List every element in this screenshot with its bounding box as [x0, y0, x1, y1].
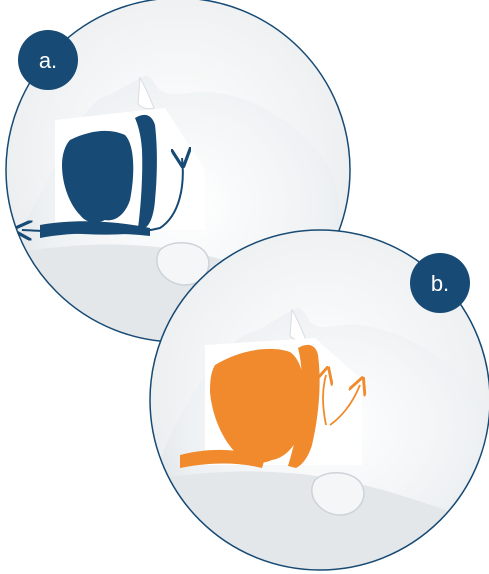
panel-a-label: a.: [39, 48, 57, 73]
panel-b-label: b.: [431, 271, 449, 296]
